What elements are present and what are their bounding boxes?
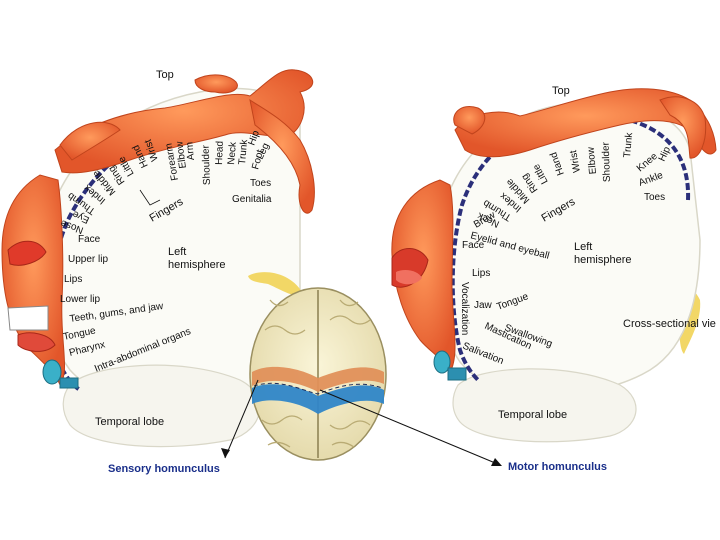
sensory-homunculus-body bbox=[54, 69, 313, 174]
motor-pointer bbox=[319, 389, 501, 466]
sensory-temporal-label: Temporal lobe bbox=[95, 416, 164, 428]
sensory-homunculus-foot bbox=[194, 74, 238, 94]
motor-caption: Motor homunculus bbox=[508, 461, 607, 473]
sensory-homunculus-teeth bbox=[7, 305, 49, 331]
sensory-label: Arm bbox=[184, 141, 197, 160]
sensory-label: Shoulder bbox=[201, 144, 213, 185]
motor-label: Vocalization bbox=[459, 282, 470, 335]
gyri-pattern bbox=[261, 299, 371, 448]
motor-hemisphere-label: hemisphere bbox=[574, 254, 631, 266]
sensory-homunculus-arm bbox=[59, 121, 121, 161]
motor-organ-marker bbox=[447, 367, 467, 381]
sensory-label: Trunk bbox=[237, 138, 250, 165]
cross-section-label: Cross-sectional vie bbox=[623, 318, 716, 330]
sensory-label: Genitalia bbox=[232, 194, 272, 205]
sensory-band bbox=[252, 366, 384, 392]
motor-hemisphere-label: Left bbox=[574, 241, 592, 253]
sensory-label: Upper lip bbox=[68, 254, 108, 265]
ventricle-left bbox=[248, 272, 302, 295]
motor-label: Wrist bbox=[568, 149, 583, 173]
sensory-hemisphere-label: hemisphere bbox=[168, 259, 225, 271]
motor-label: Face bbox=[462, 240, 485, 251]
sensory-label: Lower lip bbox=[60, 294, 100, 305]
motor-label: Elbow bbox=[586, 146, 599, 175]
sensory-homunculus-face bbox=[1, 174, 65, 387]
sensory-homunculus-tongue bbox=[17, 332, 56, 352]
motor-band bbox=[252, 384, 384, 414]
sensory-label: Elbow bbox=[174, 140, 189, 169]
motor-homunculus-tongue bbox=[396, 270, 422, 285]
top-view-brain bbox=[249, 287, 387, 461]
sensory-panel: Genitalia Toes Foot Leg Hip Trunk Neck H… bbox=[1, 69, 315, 475]
motor-temporal-label: Temporal lobe bbox=[498, 409, 567, 421]
motor-cortex-strip bbox=[450, 112, 691, 382]
sensory-homunculus-lips bbox=[7, 240, 47, 266]
motor-label: Trunk bbox=[622, 131, 635, 158]
motor-pointer-arrow bbox=[491, 458, 502, 466]
sensory-pharynx-marker bbox=[42, 359, 62, 385]
motor-label: Jaw bbox=[474, 300, 493, 311]
motor-label: Lips bbox=[472, 268, 490, 279]
motor-panel: Toes Ankle Knee Hip Trunk Shoulder Elbow… bbox=[391, 85, 717, 473]
sensory-hemisphere-label: Left bbox=[168, 246, 186, 258]
sensory-organ-marker bbox=[59, 377, 79, 389]
motor-homunculus-hand bbox=[453, 106, 486, 135]
sensory-temporal-lobe bbox=[62, 364, 261, 448]
sensory-caption: Sensory homunculus bbox=[108, 463, 220, 475]
sensory-label: Toes bbox=[250, 178, 271, 189]
sensory-label: Face bbox=[78, 234, 101, 245]
sensory-label: Hip bbox=[246, 129, 262, 147]
sensory-top-label: Top bbox=[156, 69, 174, 81]
motor-temporal-lobe bbox=[452, 368, 637, 443]
central-sulcus bbox=[253, 382, 383, 395]
sensory-pointer bbox=[224, 379, 259, 459]
sensory-label: Head bbox=[214, 141, 226, 165]
sensory-fingers-bracket bbox=[139, 189, 161, 206]
motor-homunculus-leg bbox=[659, 96, 707, 159]
motor-label: Toes bbox=[644, 192, 665, 203]
sensory-label: Lips bbox=[64, 274, 82, 285]
sensory-homunculus-leg bbox=[249, 98, 315, 214]
motor-label: Shoulder bbox=[601, 141, 613, 182]
sensory-pointer-arrow bbox=[221, 448, 230, 458]
sensory-label: Neck bbox=[226, 141, 239, 166]
motor-pharynx-marker bbox=[433, 350, 451, 374]
sensory-label: Foot bbox=[250, 148, 266, 170]
motor-top-label: Top bbox=[552, 85, 570, 97]
motor-homunculus-body bbox=[454, 88, 717, 158]
